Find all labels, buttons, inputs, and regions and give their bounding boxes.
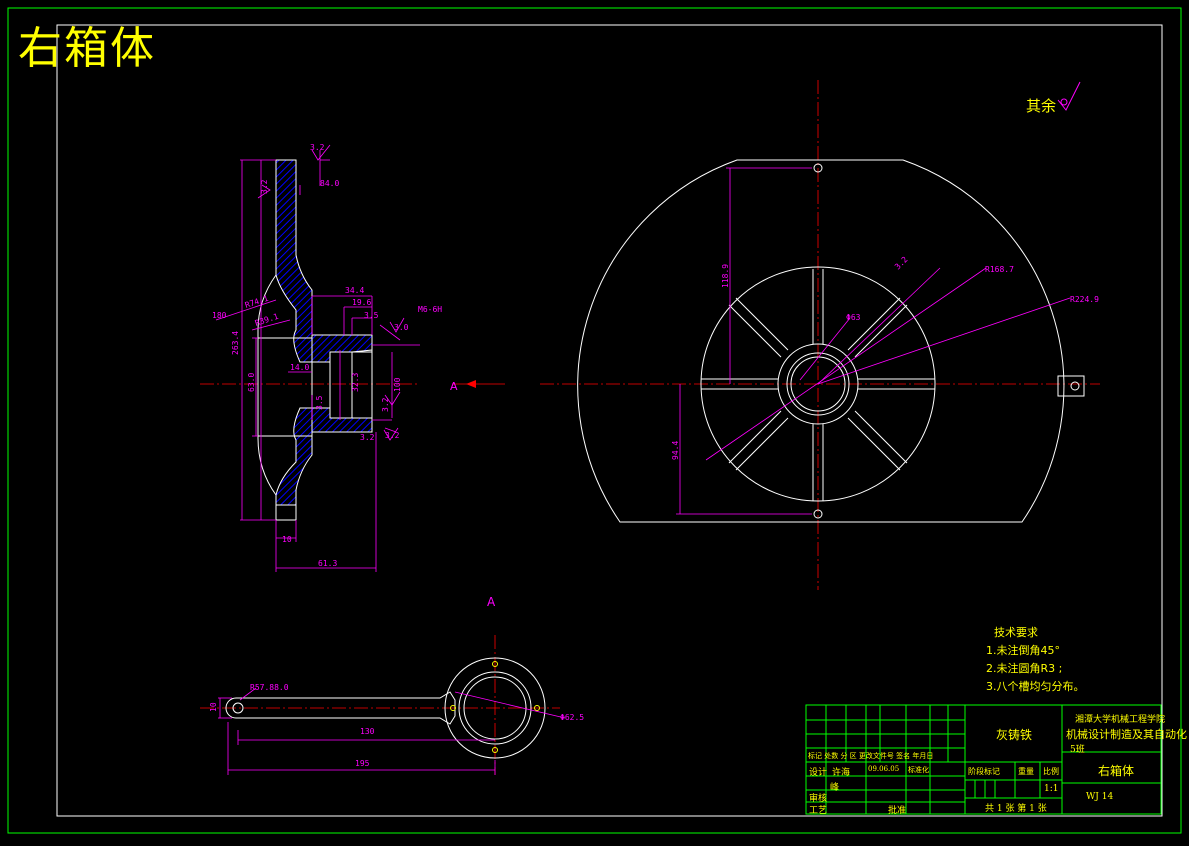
dim-263: 263.4 [231,331,240,355]
dim-3-2-left: 3.2 [260,179,269,194]
dim-3-5b: 3.5 [315,395,324,410]
dim-63: 63.0 [247,373,256,392]
dim-94: 94.4 [671,441,680,460]
dim-phi62: Φ62.5 [560,713,584,722]
section-view: 3.2 3.2 84.0 34.4 19.6 3.5 3.0 M6-6H R74… [200,143,505,572]
dim-3-0: 3.0 [394,323,409,332]
housing-lug [1057,375,1085,397]
dim-180: 180 [212,311,227,320]
dim-84: 84.0 [320,179,339,188]
hub-outer [777,343,859,425]
housing-outline [577,159,1065,523]
tb-school-3: 5班 [1070,745,1085,755]
dim-r39: R39.1 [254,312,280,328]
section-hub-lower [311,407,373,433]
dim-3-2c: 3.2 [381,397,390,412]
tech-item-1: 1.未注倒角45° [986,644,1060,657]
tb-drawing-no: WJ 14 [1086,792,1114,802]
sheet-title: 右箱体 [18,23,156,74]
tb-material: 灰铸铁 [996,728,1033,742]
ring-outer [444,657,546,759]
tb-part-name: 右箱体 [1098,764,1135,778]
ring-inner [463,676,527,740]
tb-designer: 许海 [832,768,851,778]
tb-review-label: 审核 [809,794,828,804]
dim-10: 10 [282,535,292,544]
tb-sign-2: 峰 [830,783,840,793]
title-block [805,704,1162,815]
tb-rev-header: 标记 处数 分 区 更改文件号 签名 年月日 [808,752,934,760]
bottom-view-label: A [487,595,496,609]
dim-r57: R57.88.0 [250,683,289,692]
ring-mid [458,671,532,745]
tb-approve-label: 批准 [888,806,907,816]
section-wall-lower [275,407,373,506]
dim-3-2-top: 3.2 [310,143,325,152]
dim-14: 14.0 [290,363,309,372]
tb-school-2: 机械设计制造及其自动化 [1066,728,1187,741]
tech-requirements: 技术要求 1.未注倒角45° 2.未注圆角R3 ; 3.八个槽均匀分布。 [986,624,1085,696]
tb-sheets: 共 1 张 第 1 张 [985,804,1047,814]
tb-ratio-label: 比例 [1043,767,1059,776]
front-view: 118.9 94.4 R168.7 R224.9 Φ63 3.2 [540,80,1100,590]
tech-item-2: 2.未注圆角R3 ; [986,662,1063,675]
tb-std-label: 标准化 [908,766,929,774]
dim-m6: M6-6H [418,305,442,314]
dim-3-2d: 3.2 [385,431,400,440]
dim-19-6: 19.6 [352,298,371,307]
tb-date: 09.06.05 [868,765,900,773]
inner-disc [700,266,936,502]
dim-32: 32.3 [351,373,360,392]
roughness-symbol [1057,81,1081,111]
dim-130: 130 [360,727,375,736]
tb-stage-label: 阶段标记 [968,767,1000,776]
tech-header: 技术要求 [994,626,1038,639]
section-hub [311,334,373,363]
outer-frame [7,7,1182,834]
dim-phi63: Φ63 [846,313,861,322]
dim-r168: R168.7 [985,265,1014,274]
tech-item-3: 3.八个槽均匀分布。 [986,680,1085,693]
dim-100: 100 [393,377,402,392]
dim-3-2e: 3.2 [360,433,375,442]
dim-195: 195 [355,759,370,768]
dim-10b: 10 [209,702,218,712]
hub-inner [786,352,850,416]
section-wall-upper [275,159,353,363]
view-arrow-label: A [450,380,458,393]
dim-r74: R74.1 [244,294,270,310]
dim-118: 118.9 [721,264,730,288]
surface-note: 其余 [1026,97,1057,115]
dim-r224: R224.9 [1070,295,1099,304]
dim-61: 61.3 [318,559,337,568]
tb-process-label: 工艺 [809,806,828,816]
bottom-view: R57.88.0 10 130 195 Φ62.5 A [200,595,584,775]
tb-scale: 1:1 [1044,784,1059,794]
dim-3-2f: 3.2 [893,255,910,272]
tb-weight-label: 重量 [1018,767,1034,776]
tb-design-label: 设计 [809,768,828,778]
dim-3-5: 3.5 [364,311,379,320]
inner-frame [56,24,1163,817]
dim-34-4: 34.4 [345,286,364,295]
tb-school-1: 湘潭大学机械工程学院 [1075,715,1166,725]
